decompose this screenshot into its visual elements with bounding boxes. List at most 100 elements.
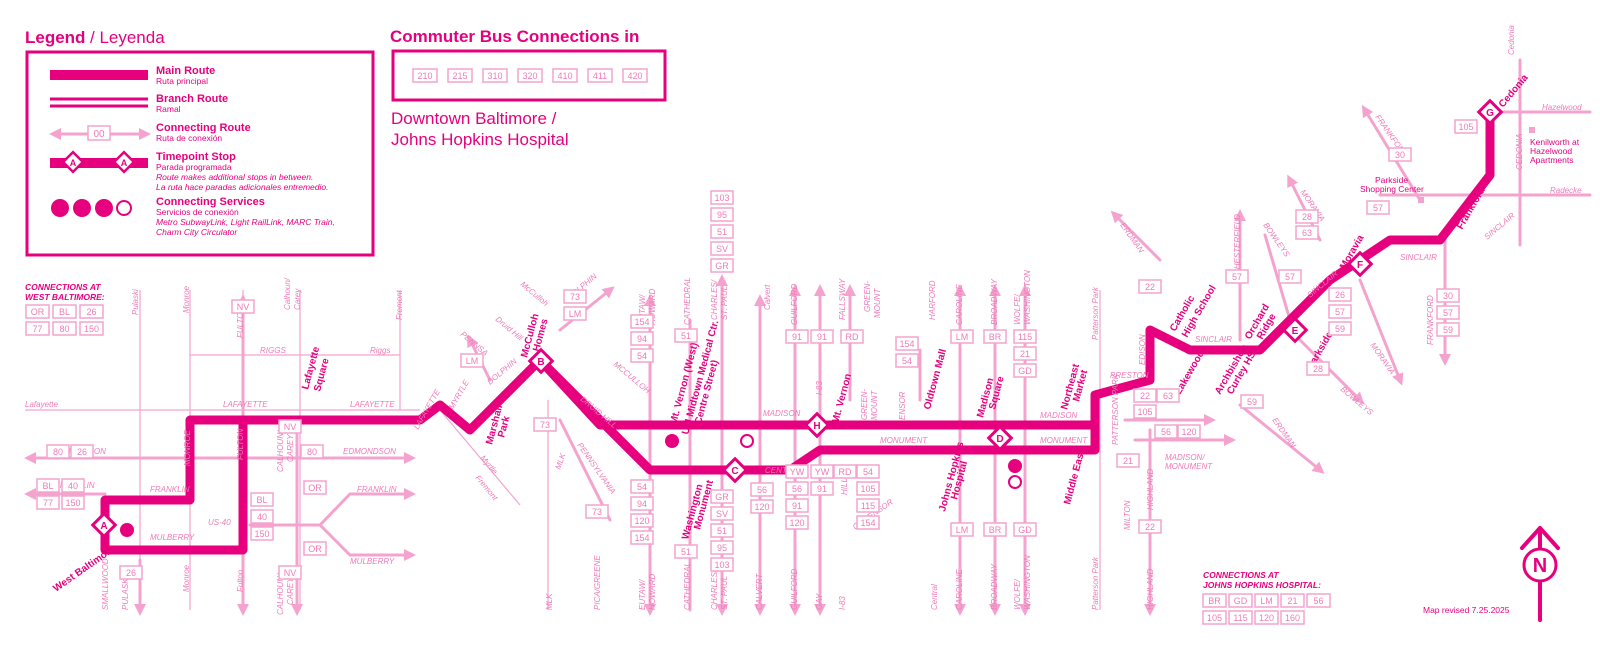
street-lafayette-caps: LAFAYETTE [223, 400, 268, 409]
circulator-icon [1008, 475, 1022, 489]
route-number: 105 [1207, 613, 1222, 623]
route-box: BL [36, 478, 60, 493]
route-box: 115 [856, 498, 880, 513]
route-number: 411 [593, 71, 607, 81]
route-box: NV [278, 565, 302, 580]
timepoint-D[interactable]: D [986, 424, 1014, 452]
conn-west-box: 26 [79, 304, 104, 319]
route-number: LM [956, 332, 969, 342]
route-number: 26 [86, 307, 96, 317]
route-box: 28 [1295, 209, 1319, 224]
timepoint-letter: F [1357, 260, 1363, 271]
timepoint-A[interactable]: A [90, 511, 118, 539]
route-box: GR [710, 489, 734, 504]
street-cedonia-caps: CEDONIA [1515, 134, 1524, 170]
timepoint-letter: E [1292, 326, 1299, 337]
street-myrtle: MYRTLE [447, 378, 471, 411]
conn-west-box: 80 [52, 321, 77, 336]
conn-west-title: CONNECTIONS AT [25, 282, 101, 292]
route-number: 22 [1145, 522, 1155, 532]
street-fulton-caps-2: FULTON [236, 429, 245, 460]
route-box: 91 [810, 329, 834, 344]
timepoint-letter: B [537, 357, 544, 368]
route-number: BL [256, 495, 267, 505]
route-box: 105 [1454, 119, 1478, 134]
timepoint-E[interactable]: E [1281, 316, 1309, 344]
street-smallwood: SMALLWOOD [101, 558, 110, 610]
north-label: N [1533, 555, 1547, 577]
route-number: 154 [860, 518, 875, 528]
route-number: 57 [1443, 308, 1453, 318]
route-number: 57 [1232, 272, 1242, 282]
street-chesterfield: CHESTERFIELD [1233, 214, 1242, 275]
timepoint-H[interactable]: H [803, 411, 831, 439]
route-box: 22 [1138, 519, 1162, 534]
legend-sample-a: A [121, 158, 128, 168]
commuter-route-box: 215 [447, 68, 473, 83]
street-mcculloh-caps: MCCULLOH [612, 360, 652, 396]
route-number: 54 [863, 467, 873, 477]
route-number: 105 [1137, 407, 1152, 417]
street-i83-2: I-83 [838, 596, 847, 610]
conn-west-box: 77 [25, 321, 50, 336]
legend-sample-route: 00 [93, 129, 105, 140]
legend-branch-label-es: Ramal [156, 104, 181, 114]
route-number: BL [42, 481, 53, 491]
route-box: 95 [710, 540, 734, 555]
street-charles-2: CHARLES/ [710, 569, 719, 610]
street-pica-greene: PICA/GREENE [593, 555, 602, 610]
route-box: 120 [1177, 424, 1201, 439]
route-box: 95 [710, 207, 734, 222]
timepoint-B[interactable]: B [527, 347, 555, 375]
route-box: 40 [250, 509, 274, 524]
north-arrow: N [1520, 526, 1560, 622]
street-radecke: Radecke [1550, 186, 1582, 195]
legend-title: Legend [25, 28, 85, 47]
conn-west-box: BL [52, 304, 77, 319]
street-cedonia: Cedonia [1507, 25, 1516, 55]
route-box: 51 [710, 523, 734, 538]
route-number: 56 [1161, 427, 1171, 437]
street-fremont-2: Fremont [473, 474, 500, 503]
route-number: 26 [77, 447, 87, 457]
route-box: BR [983, 329, 1007, 344]
route-box: 28 [1306, 361, 1330, 376]
legend-services-label-es: Servicios de conexión [156, 207, 239, 217]
route-number: 54 [637, 351, 647, 361]
street-mulberry-2: MULBERRY [350, 557, 395, 566]
metro-icon [665, 434, 679, 448]
timepoint-G[interactable]: G [1476, 98, 1504, 126]
legend-connecting-label-es: Ruta de conexión [156, 133, 222, 143]
route-number: LM [569, 309, 582, 319]
route-number: 150 [254, 529, 269, 539]
route-number: 21 [1123, 456, 1133, 466]
route-number: 80 [59, 324, 69, 334]
route-number: 57 [1335, 307, 1345, 317]
route-number: 59 [1335, 324, 1345, 334]
legend-services-note2: Charm City Circulator [156, 227, 238, 237]
route-box: 57 [1328, 304, 1352, 319]
legend-services-note: Metro SubwayLink, Light RailLink, MARC T… [156, 217, 335, 227]
route-number: 154 [634, 533, 649, 543]
timepoint-C[interactable]: C [721, 456, 749, 484]
route-box: 154 [630, 314, 654, 329]
route-box: BR [983, 522, 1007, 537]
street-riggs: Riggs [370, 346, 390, 355]
timepoint-letter: G [1486, 108, 1494, 119]
route-box: YW [810, 464, 834, 479]
street-washington: WASHINGTON [1023, 270, 1032, 325]
route-number: LM [1260, 596, 1273, 606]
street-green: GREEN- [863, 281, 872, 312]
route-number: 420 [627, 71, 642, 81]
route-number: 77 [32, 324, 42, 334]
timepoint-F[interactable]: F [1346, 250, 1374, 278]
street-carey-caps: CAREY [286, 434, 295, 462]
street-calhoun-caps: CALHOUN/ [276, 430, 285, 472]
route-number: 54 [902, 356, 912, 366]
street-patterson: Patterson Park [1091, 286, 1100, 340]
route-number: 57 [1285, 272, 1295, 282]
route-number: 77 [43, 498, 53, 508]
route-number: 73 [570, 292, 580, 302]
